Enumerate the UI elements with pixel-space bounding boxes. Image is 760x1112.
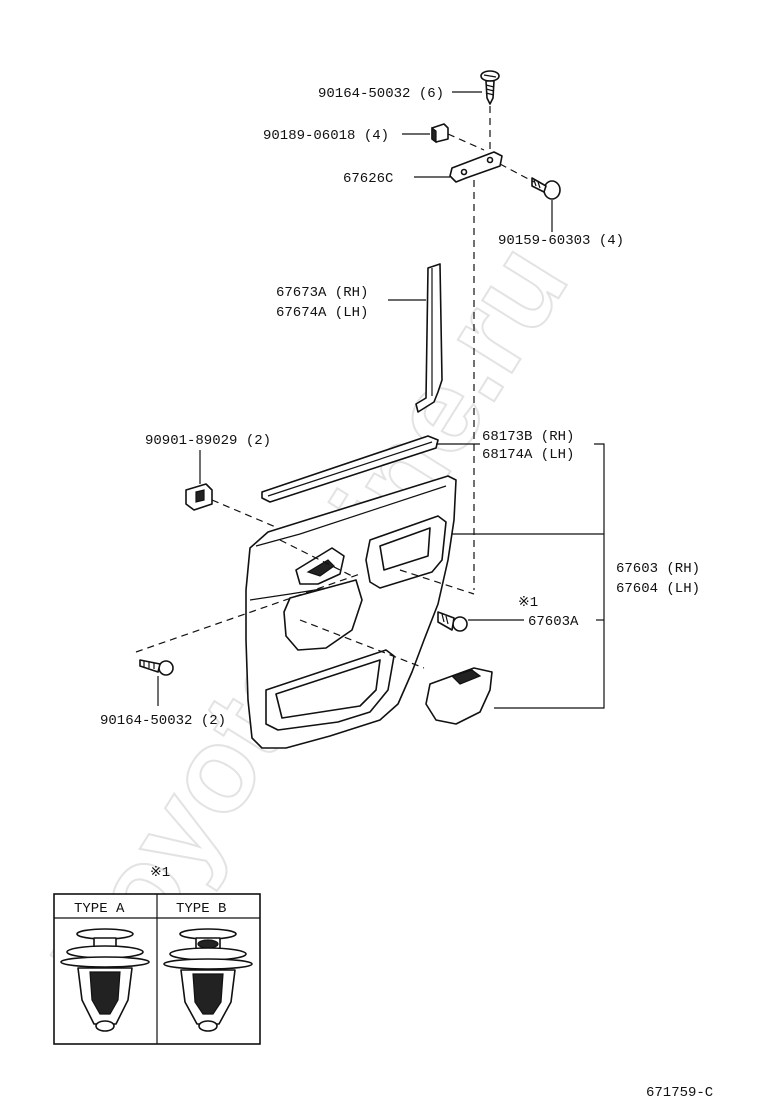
screw-bottom-icon (139, 659, 174, 676)
door-trim-panel-icon (245, 475, 457, 749)
callout-bolt: 90159-60303 (4) (498, 233, 624, 249)
callout-garnish-rh: 67673A (RH) (276, 285, 368, 301)
screw-top-icon (480, 70, 500, 105)
callout-garnish-lh: 67674A (LH) (276, 305, 368, 321)
callout-clip-part: 67603A (528, 614, 579, 630)
callout-panel-rh: 67603 (RH) (616, 561, 700, 577)
callout-screw-top: 90164-50032 (6) (318, 86, 444, 102)
callout-clip-mark: ※1 (518, 595, 538, 611)
callout-panel-lh: 67604 (LH) (616, 581, 700, 597)
pillar-garnish-icon (415, 263, 443, 413)
callout-bracket: 67626C (343, 171, 393, 187)
callout-weatherstrip-rh: 68173B (RH) (482, 429, 574, 445)
panel-clip-icon (437, 611, 468, 632)
clip-table-mark: ※1 (150, 865, 170, 881)
pull-cup-icon (425, 667, 493, 725)
weatherstrip-icon (261, 435, 439, 503)
callout-weatherstrip-lh: 68174A (LH) (482, 447, 574, 463)
bracket-icon (449, 151, 503, 183)
bolt-icon (531, 177, 561, 200)
diagram-code: 671759-C (646, 1085, 713, 1101)
clip-type-b-header: TYPE B (176, 901, 226, 917)
clip-type-a-header: TYPE A (74, 901, 125, 917)
callout-clip-left: 90901-89029 (2) (145, 433, 271, 449)
clip-type-b-icon (163, 928, 253, 1032)
clip-left-icon (185, 483, 213, 511)
nut-icon (431, 123, 449, 144)
callout-screw-bottom: 90164-50032 (2) (100, 713, 226, 729)
clip-type-a-icon (60, 928, 150, 1032)
callout-nut: 90189-06018 (4) (263, 128, 389, 144)
